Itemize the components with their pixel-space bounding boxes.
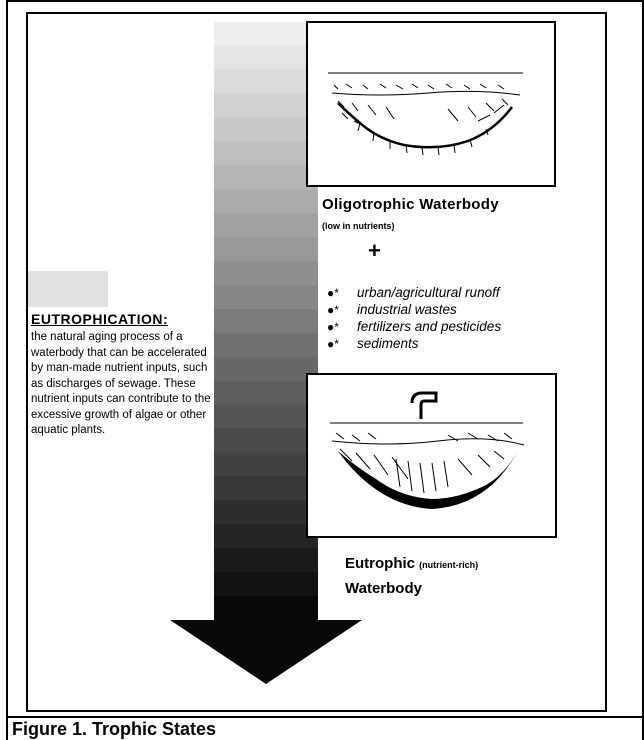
- bomb-icon: ●*: [327, 319, 339, 334]
- arrow-band: [214, 22, 318, 47]
- arrow-band: [214, 476, 318, 501]
- arrow-band: [214, 596, 318, 620]
- eutrophic-title-text: Eutrophic: [345, 555, 415, 572]
- eutrophic-title: Eutrophic (nutrient-rich): [345, 555, 478, 572]
- eutrophic-lake-drawing: [330, 391, 525, 509]
- arrow-band: [214, 500, 318, 525]
- arrow-band: [214, 548, 318, 573]
- eutrophication-definition: the natural aging process of a waterbody…: [31, 331, 211, 436]
- arrow-band: [214, 380, 318, 406]
- arrow-band: [214, 45, 318, 71]
- oligotrophic-title: Oligotrophic Waterbody: [322, 196, 499, 213]
- arrow-band: [214, 332, 318, 358]
- input-label: urban/agricultural runoff: [357, 285, 500, 300]
- oligotrophic-illustration: [306, 21, 556, 187]
- arrow-band: [214, 237, 318, 262]
- arrow-band: [214, 285, 318, 310]
- bomb-icon: ●*: [327, 285, 339, 300]
- list-item: ●* urban/agricultural runoff: [327, 284, 501, 301]
- arrow-band: [214, 428, 318, 454]
- gradient-arrow-shaft: [214, 22, 318, 620]
- list-item: ●* fertilizers and pesticides: [327, 318, 501, 335]
- nutrient-inputs-list: ●* urban/agricultural runoff ●* industrial…: [327, 284, 501, 352]
- arrow-band: [214, 452, 318, 478]
- arrow-band: [214, 572, 318, 597]
- arrow-band: [214, 189, 318, 214]
- input-label: industrial wastes: [357, 302, 457, 317]
- list-item: ●* industrial wastes: [327, 301, 501, 318]
- arrow-band: [214, 404, 318, 430]
- arrow-band: [214, 213, 318, 238]
- eutrophic-note: (nutrient-rich): [419, 560, 479, 570]
- eutrophic-title-line2: Waterbody: [345, 580, 422, 597]
- caption-band: [6, 716, 644, 740]
- arrow-band: [214, 141, 318, 167]
- oligotrophic-subtitle: (low in nutrients): [322, 221, 395, 231]
- oligotrophic-lake-drawing: [328, 72, 523, 156]
- figure-caption: Figure 1. Trophic States: [12, 719, 217, 739]
- eutrophic-illustration: [306, 373, 557, 538]
- arrow-band: [214, 93, 318, 119]
- arrow-band: [214, 356, 318, 382]
- list-item: ●* sediments: [327, 335, 501, 352]
- input-label: sediments: [357, 336, 419, 351]
- arrow-band: [214, 261, 318, 286]
- top-border: [6, 0, 644, 2]
- eutrophication-title: EUTROPHICATION:: [31, 311, 169, 327]
- bomb-icon: ●*: [327, 302, 339, 317]
- arrow-band: [214, 69, 318, 95]
- input-label: fertilizers and pesticides: [357, 319, 502, 334]
- plus-sign: +: [368, 238, 381, 263]
- grey-accent-block: [28, 271, 108, 307]
- arrow-band: [214, 165, 318, 191]
- bomb-icon: ●*: [327, 336, 339, 351]
- arrow-head: [170, 620, 362, 684]
- arrow-band: [214, 117, 318, 143]
- figure-frame: [6, 0, 644, 740]
- arrow-band: [214, 524, 318, 549]
- arrow-band: [214, 309, 318, 334]
